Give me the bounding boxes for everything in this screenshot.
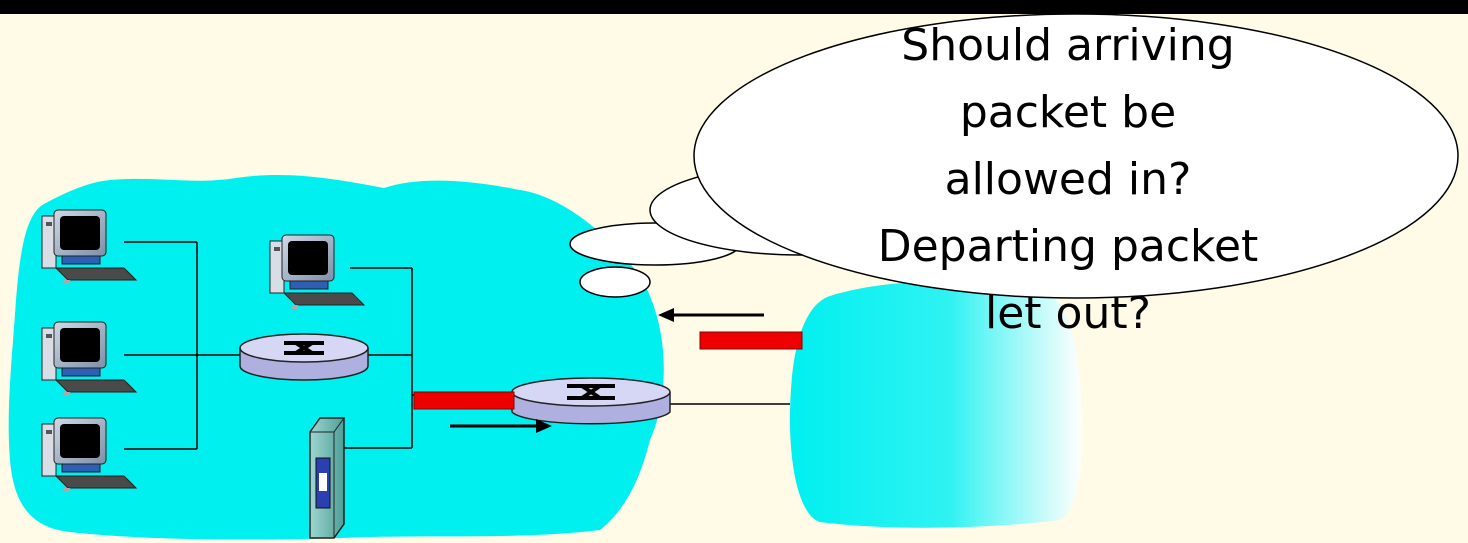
question-line: Departing packet — [877, 221, 1259, 272]
arrow-icon — [658, 308, 764, 322]
thought-bubble-small — [579, 266, 651, 298]
desktop-computer-icon — [41, 209, 138, 284]
arrow-icon — [450, 419, 552, 433]
question-line: packet be — [959, 87, 1177, 138]
top-bar — [0, 0, 1468, 14]
question-line: Should arriving — [901, 20, 1235, 71]
server-tower-icon — [309, 417, 345, 539]
question-line: allowed in? — [944, 154, 1192, 205]
question-bubble — [693, 13, 1459, 299]
desktop-computer-icon — [269, 234, 366, 309]
question-text: Should arriving packet be allowed in? De… — [808, 16, 1328, 436]
external-network-cloud — [790, 281, 1083, 528]
router-icon — [239, 333, 369, 381]
desktop-computer-icon — [41, 417, 138, 492]
desktop-computer-icon — [41, 321, 138, 396]
router-icon — [511, 377, 671, 425]
packet-icon — [413, 391, 515, 410]
question-line: let out? — [985, 288, 1151, 339]
packet-icon — [699, 331, 803, 350]
